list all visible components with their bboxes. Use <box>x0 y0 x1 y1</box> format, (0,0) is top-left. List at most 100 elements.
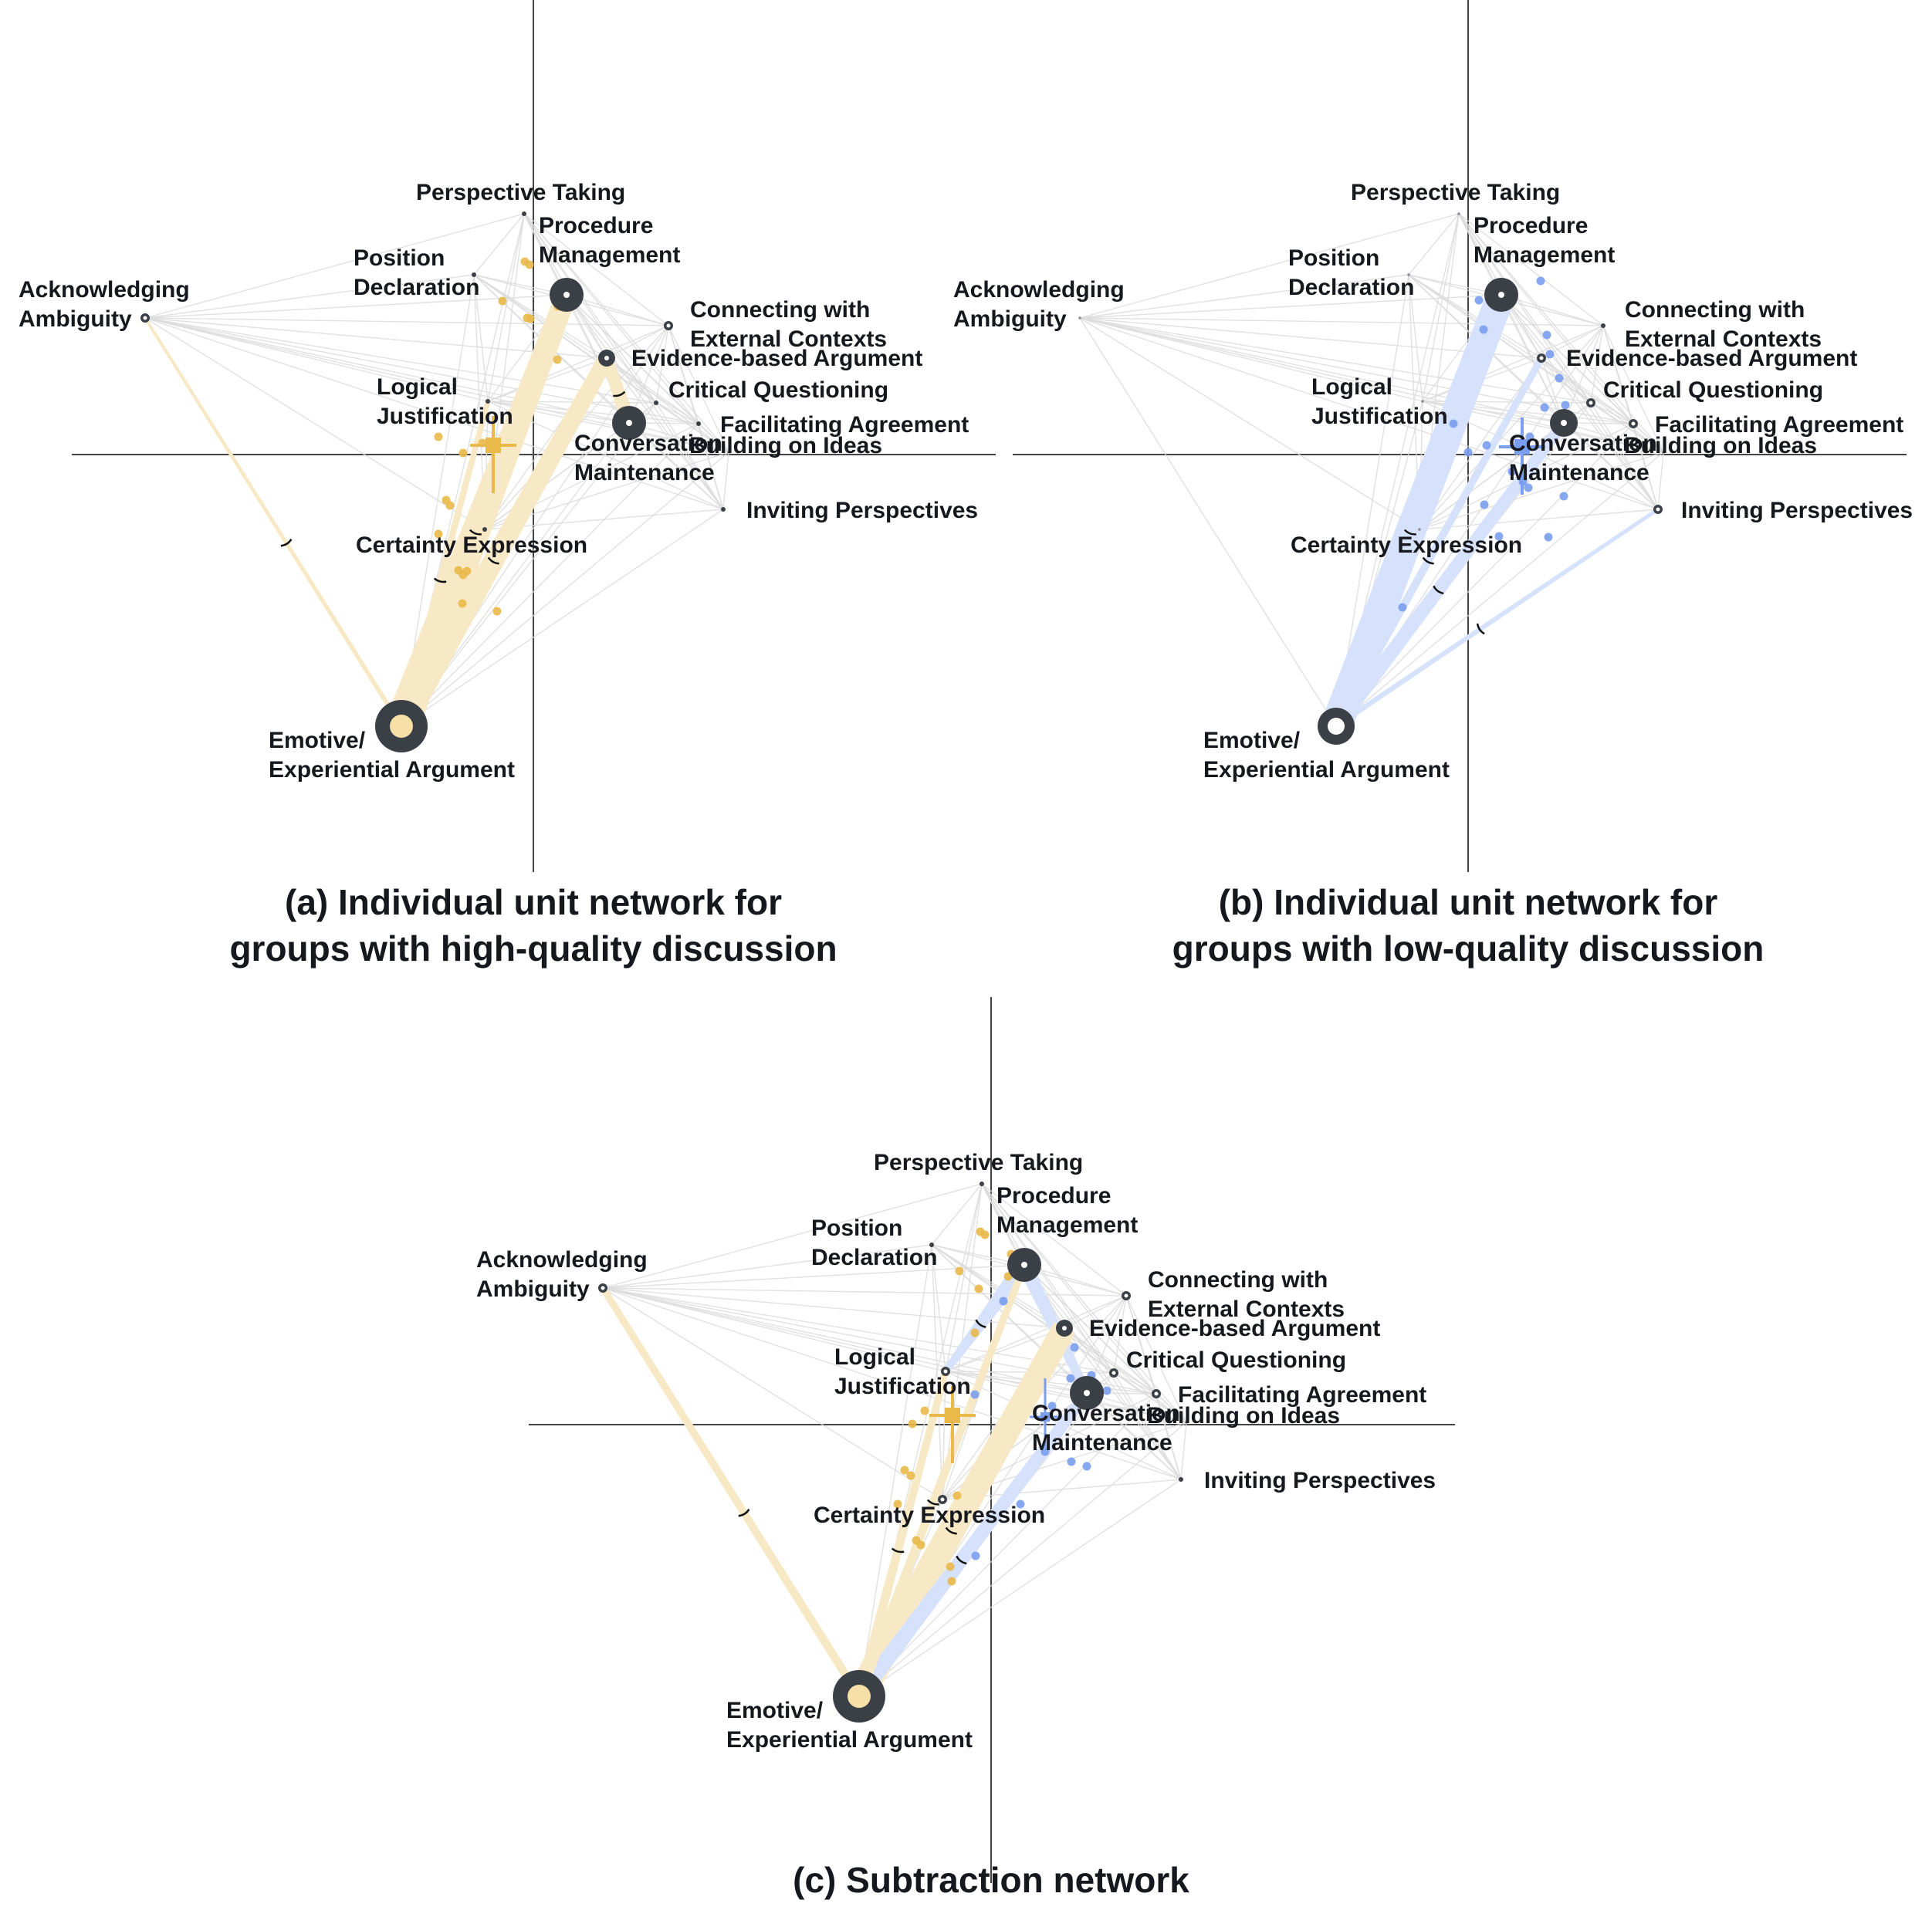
edge <box>1563 325 1604 424</box>
unit-point <box>1102 1386 1111 1395</box>
node-core <box>143 316 147 320</box>
node-label: Building on Ideas <box>1147 1403 1340 1428</box>
unit-point <box>525 260 534 269</box>
unit-point <box>893 1499 902 1509</box>
unit-point <box>970 1390 980 1399</box>
edge <box>1335 423 1634 727</box>
edge <box>1064 1327 1157 1395</box>
edge <box>1079 317 1604 326</box>
edge <box>1408 274 1634 424</box>
node-label: Justification <box>1311 404 1448 429</box>
edge <box>144 317 489 402</box>
edge <box>144 317 669 326</box>
edge <box>1335 451 1664 727</box>
panel-a: Perspective TakingPositionDeclarationPro… <box>19 0 996 969</box>
node-core <box>601 1286 605 1290</box>
edge <box>401 451 729 727</box>
node-certainty-expression: Certainty Expression <box>1291 528 1522 558</box>
edge <box>1602 325 1664 453</box>
node-label: Evidence-based Argument <box>631 346 922 371</box>
node-core <box>1084 1390 1090 1396</box>
unit-point <box>1070 1343 1079 1352</box>
edge <box>484 422 630 530</box>
node-circle <box>1418 528 1421 531</box>
edge <box>1657 451 1664 510</box>
edge <box>722 451 729 510</box>
node-label: External Contexts <box>690 326 887 352</box>
node-label: Perspective Taking <box>1351 180 1560 205</box>
unit-point <box>1016 1499 1025 1509</box>
edge <box>1501 294 1565 424</box>
node-core <box>1328 718 1345 735</box>
edge <box>566 294 724 510</box>
unit-point <box>1082 1462 1091 1471</box>
edge <box>144 294 567 319</box>
edge <box>698 423 729 453</box>
unit-point <box>1507 467 1517 476</box>
node-label: Conversation <box>1032 1401 1180 1426</box>
unit-point <box>1479 325 1488 334</box>
edge <box>655 325 669 404</box>
node-label: Management <box>1474 242 1615 268</box>
panel-b: Perspective TakingPositionDeclarationPro… <box>953 0 1913 969</box>
edge <box>473 274 489 402</box>
edge-midpoint-mark <box>1433 585 1444 595</box>
node-critical-questioning: Critical Questioning <box>1586 377 1823 407</box>
edge <box>1113 1372 1157 1395</box>
unit-point <box>1398 603 1407 612</box>
edge <box>523 213 657 404</box>
node-core <box>1561 420 1567 426</box>
edge <box>945 1183 983 1372</box>
unit-point <box>1555 374 1564 383</box>
node-core <box>1589 401 1593 405</box>
unit-point <box>1540 403 1549 412</box>
node-core <box>1062 1326 1067 1330</box>
edge <box>144 317 607 359</box>
edge-midpoint-mark <box>1476 623 1485 635</box>
unit-point <box>974 1284 983 1293</box>
edge <box>523 213 699 424</box>
unit-point <box>970 1328 980 1337</box>
unit-point <box>1545 350 1555 359</box>
edge-midpoint-mark <box>738 1509 750 1517</box>
edge <box>1408 274 1659 510</box>
unit-point <box>1544 532 1553 542</box>
node-circle <box>482 527 487 532</box>
node-core <box>390 715 413 738</box>
unit-point <box>492 607 502 616</box>
node-building-on-ideas: Building on Ideas <box>689 433 882 458</box>
edge <box>858 1479 1182 1697</box>
node-label: Conversation <box>1509 431 1657 456</box>
node-label: Perspective Taking <box>416 180 625 205</box>
edge <box>144 317 486 530</box>
node-circle <box>1457 212 1460 215</box>
node-critical-questioning: Critical Questioning <box>1109 1347 1346 1378</box>
unit-point <box>1542 330 1551 340</box>
edge <box>1590 402 1634 424</box>
edge <box>1079 317 1420 530</box>
edge <box>1155 1393 1187 1423</box>
node-circle <box>696 421 701 426</box>
unit-points <box>893 1227 1111 1586</box>
edge <box>1086 1392 1182 1480</box>
node-perspective-taking: Perspective Taking <box>416 180 625 216</box>
panel-caption: (a) Individual unit network for <box>285 882 782 922</box>
node-circle <box>929 1242 934 1247</box>
unit-point <box>1040 1447 1050 1456</box>
node-core <box>1498 292 1504 298</box>
edge <box>931 1244 1157 1395</box>
node-core <box>943 1369 948 1374</box>
edge <box>144 317 630 424</box>
edge <box>981 1183 1127 1297</box>
node-label: External Contexts <box>1625 326 1822 352</box>
node-label: Facilitating Agreement <box>720 412 969 438</box>
edge <box>487 213 525 402</box>
edge <box>1419 325 1604 530</box>
node-label: Critical Questioning <box>1126 1347 1346 1373</box>
